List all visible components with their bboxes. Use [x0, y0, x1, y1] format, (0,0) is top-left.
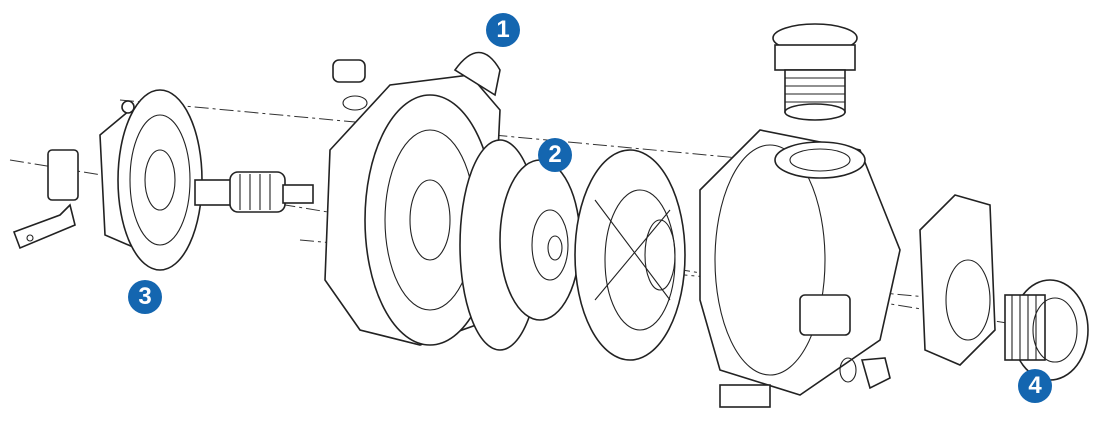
callout-badge-2: 2	[538, 138, 572, 172]
motor-flange	[99, 89, 203, 271]
diffuser	[574, 149, 686, 361]
drain-plug	[839, 357, 891, 390]
impeller	[459, 139, 581, 351]
suction-cover	[919, 194, 1089, 381]
callout-badge-4: 4	[1018, 369, 1052, 403]
callout-badge-3: 3	[128, 280, 162, 314]
pump-housing	[699, 129, 901, 408]
discharge-fitting	[772, 23, 858, 121]
callout-badge-1: 1	[486, 13, 520, 47]
mounting-bracket	[12, 149, 79, 250]
shaft-seal	[194, 171, 314, 213]
upper-axis-line	[119, 99, 761, 161]
